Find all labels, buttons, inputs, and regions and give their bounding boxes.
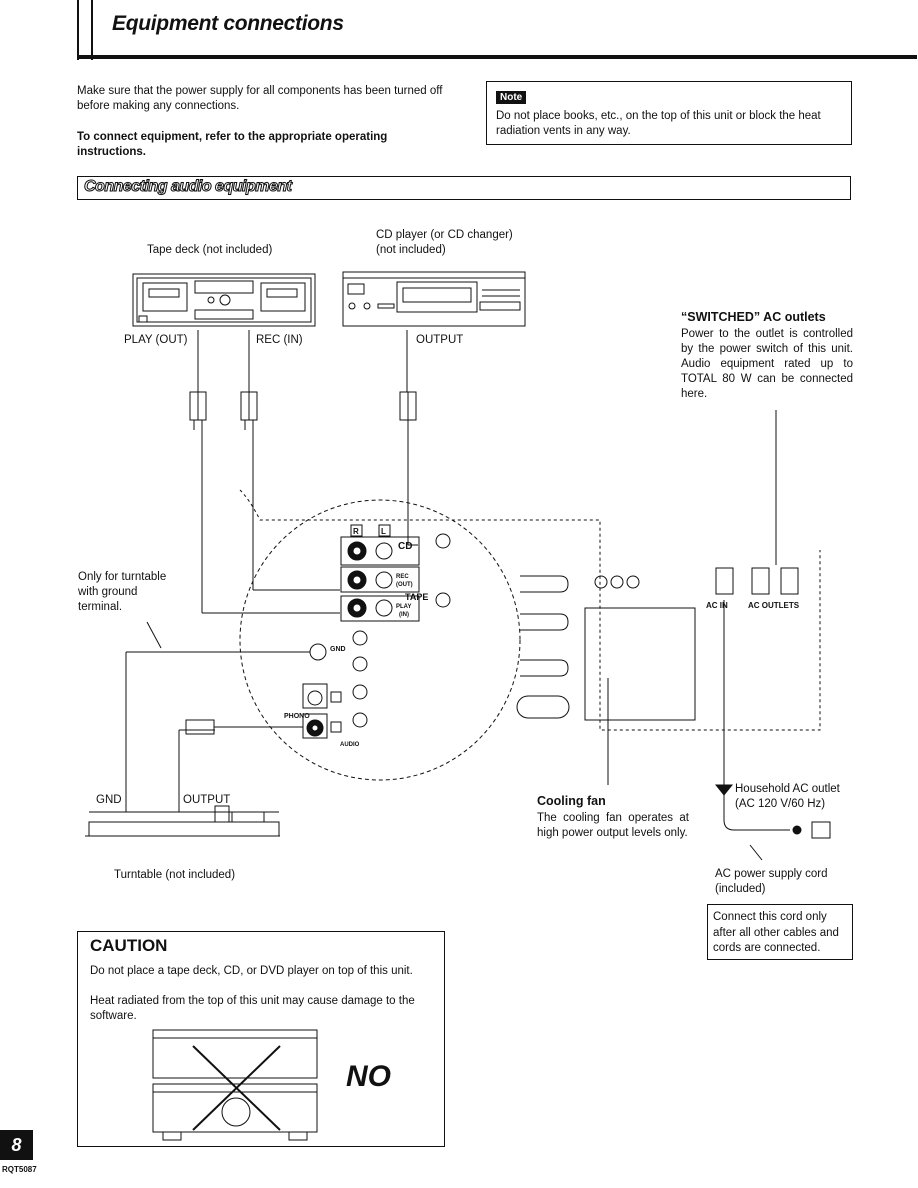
cooling-title: Cooling fan [537,794,606,808]
section-header: Connecting audio equipment [77,176,851,200]
caution-line2: Heat radiated from the top of this unit … [90,995,415,1022]
ac-in-label: AC IN [706,601,728,610]
intro-refer: To connect equipment, refer to the appro… [77,131,388,158]
play-out-label: PLAY (OUT) [124,334,188,346]
intro-power-off: Make sure that the power supply for all … [77,85,443,112]
rca-plugs [189,391,417,421]
gnd-label: GND [96,794,122,806]
note-box: Note Do not place books, etc., on the to… [486,81,852,145]
audio-label: AUDIO [340,742,360,748]
cd-jack-label: CD [398,541,412,552]
cd-player-illustration [342,271,526,327]
tape-jack-label: TAPE [405,592,428,602]
in-jack-label: (IN) [399,612,409,618]
turntable-label: Turntable (not included) [114,869,236,881]
caution-title: CAUTION [90,936,168,955]
title-rule [77,55,917,59]
household-line2: (AC 120 V/60 Hz) [735,798,826,810]
gnd-panel-label: GND [330,646,346,653]
caution-illustration [152,1029,318,1141]
cd-player-label-2: (not included) [376,244,446,256]
ac-outlets-label: AC OUTLETS [748,601,800,610]
no-label: NO [346,1060,391,1093]
rec-in-label: REC (IN) [256,334,303,346]
only-turntable-1: Only for turntable [78,571,167,583]
note-badge: Note [496,91,527,104]
document-code: RQT5087 [2,1165,37,1174]
jack-r-label: R [353,527,359,536]
turntable-output-label: OUTPUT [183,794,231,806]
cd-player-label-1: CD player (or CD changer) [376,229,513,241]
connect-note-box: Connect this cord only after all other c… [707,904,853,960]
only-turntable-3: terminal. [78,601,123,613]
switched-body: Power to the outlet is controlled by the… [681,328,853,400]
page-number: 8 [0,1130,33,1160]
tape-deck-label: Tape deck (not included) [147,244,273,256]
ac-cord-line2: (included) [715,883,766,895]
household-line1: Household AC outlet [735,783,840,795]
cd-output-label: OUTPUT [416,334,464,346]
section-title: Connecting audio equipment [83,178,292,196]
phono-label: PHONO [284,713,310,720]
only-turntable-2: with ground [78,586,138,598]
play-jack-label: PLAY [396,604,411,610]
tape-deck-illustration [132,273,316,327]
ac-cord-line1: AC power supply cord [715,868,828,880]
switched-title: “SWITCHED” AC outlets [681,310,826,324]
caution-box: CAUTION Do not place a tape deck, CD, or… [77,931,445,1147]
out-jack-label: (OUT) [396,582,413,588]
rec-jack-label: REC [396,574,409,580]
connect-note-text: Connect this cord only after all other c… [713,911,839,954]
jack-l-label: L [381,527,386,536]
page-title: Equipment connections [112,12,344,35]
cooling-body: The cooling fan operates at high power o… [537,812,689,839]
caution-line1: Do not place a tape deck, CD, or DVD pla… [90,965,413,977]
title-bar-marker [77,0,93,60]
note-text: Do not place books, etc., on the top of … [496,110,821,137]
turntable-illustration [85,805,280,837]
